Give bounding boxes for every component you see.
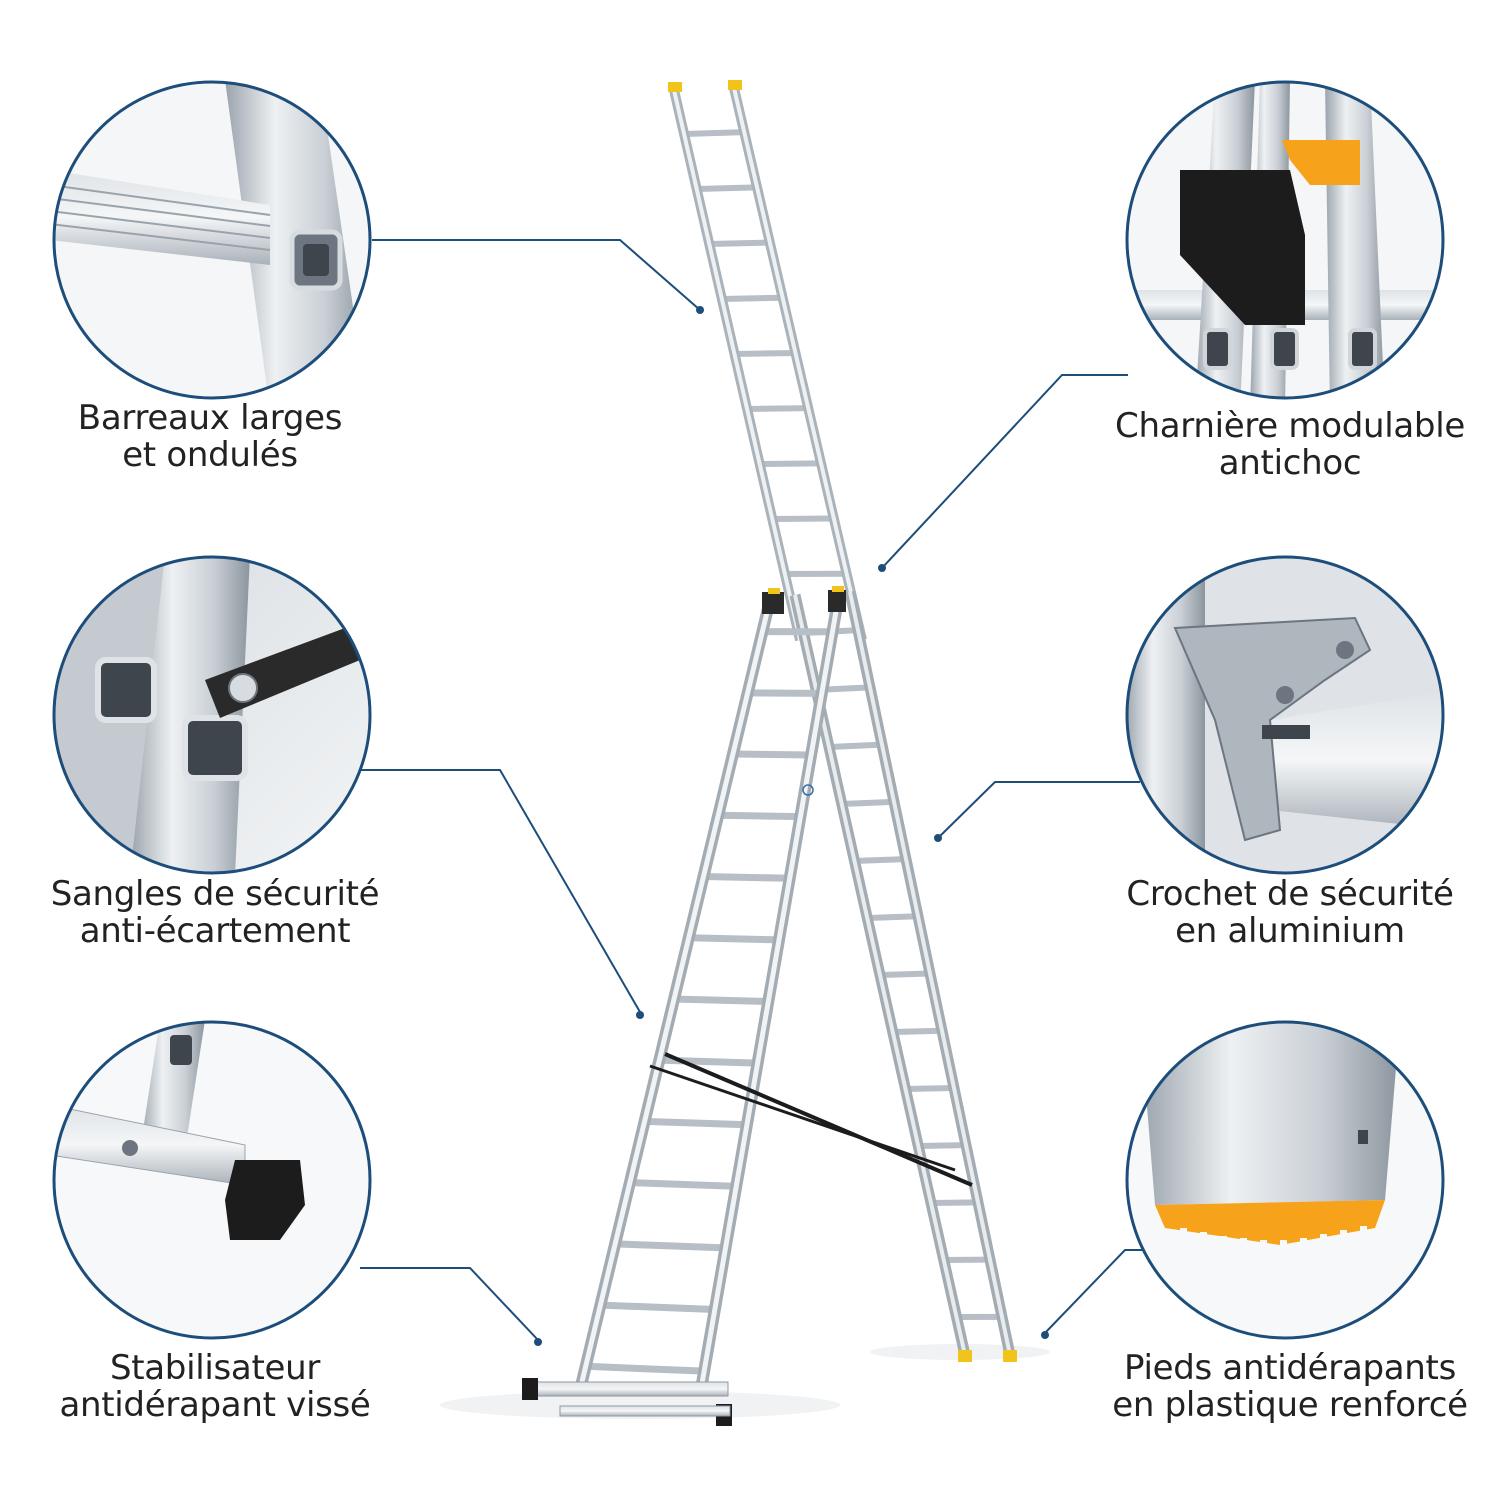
- caption-hook-line-1: Crochet de sécurité: [1090, 876, 1490, 913]
- leader-line-feet: [1045, 1250, 1148, 1333]
- caption-hinge-line-1: Charnière modulable: [1090, 408, 1490, 445]
- ladder-rung: [842, 802, 894, 804]
- detail-circle-straps: [50, 555, 380, 885]
- ladder-rung: [931, 1202, 978, 1203]
- caption-rungs-line-1: Barreaux larges: [40, 400, 380, 437]
- ladder-rung: [674, 999, 768, 1002]
- caption-feet-line-1: Pieds antidérapants: [1090, 1350, 1490, 1387]
- leader-lines: [358, 240, 1148, 1340]
- ladder-illustration: [440, 80, 1050, 1426]
- ladder-rung: [645, 1121, 747, 1124]
- ladder-rung: [906, 1088, 955, 1089]
- caption-rungs: Barreaux larges et ondulés: [40, 400, 380, 474]
- detail-circle-feet: [1125, 1020, 1455, 1350]
- ladder-rung: [760, 463, 821, 464]
- ladder-rung: [684, 132, 744, 134]
- ladder-rung: [855, 859, 907, 861]
- safety-strap: [665, 1054, 972, 1185]
- caption-straps: Sangles de sécurité anti-écartement: [20, 876, 410, 950]
- ladder-rung: [918, 1145, 966, 1146]
- caption-stabilizer: Stabilisateur antidérapant vissé: [20, 1350, 410, 1424]
- detail-circle-stabilizer: [50, 1020, 380, 1350]
- detail-circle-rungs: [50, 80, 380, 410]
- caption-hinge-line-2: antichoc: [1090, 445, 1490, 482]
- ladder-rung: [709, 243, 770, 244]
- ladder-rear-section: [795, 592, 1017, 1362]
- caption-hook: Crochet de sécurité en aluminium: [1090, 876, 1490, 950]
- ladder-rung: [630, 1183, 736, 1187]
- leader-line-hook: [938, 782, 1140, 838]
- ladder-rung: [615, 1244, 725, 1248]
- ladder-rung: [689, 938, 779, 940]
- caption-hook-line-2: en aluminium: [1090, 913, 1490, 950]
- detail-circle-hook: [1125, 555, 1455, 885]
- ladder-rung: [893, 1031, 942, 1032]
- ladder-rung: [697, 187, 757, 189]
- ladder-rung: [718, 815, 800, 816]
- ladder-rung: [734, 353, 795, 354]
- caption-feet-line-2: en plastique renforcé: [1090, 1387, 1490, 1424]
- ladder-rung: [880, 974, 930, 976]
- ladder-rung: [733, 754, 811, 755]
- leader-line-rungs: [372, 240, 700, 310]
- ladder-rung: [829, 745, 882, 747]
- caption-hinge: Charnière modulable antichoc: [1090, 408, 1490, 482]
- caption-feet: Pieds antidérapants en plastique renforc…: [1090, 1350, 1490, 1424]
- caption-stabilizer-line-1: Stabilisateur: [20, 1350, 410, 1387]
- ladder-rung: [704, 877, 790, 879]
- caption-stabilizer-line-2: antidérapant vissé: [20, 1387, 410, 1424]
- ladder-rung: [600, 1305, 714, 1309]
- leader-line-stabilizer: [360, 1268, 538, 1340]
- ladder-rung: [586, 1366, 704, 1371]
- caption-straps-line-1: Sangles de sécurité: [20, 876, 410, 913]
- caption-rungs-line-2: et ondulés: [40, 437, 380, 474]
- ladder-rung: [867, 916, 918, 918]
- ladder-rung: [747, 408, 808, 409]
- ladder-rung: [748, 693, 822, 694]
- ladder-top-section: [668, 80, 862, 640]
- caption-straps-line-2: anti-écartement: [20, 913, 410, 950]
- ladder-front-section: [522, 586, 846, 1426]
- detail-circle-hinge: [1125, 80, 1455, 410]
- ladder-rung: [659, 1060, 757, 1063]
- ladder-rung: [722, 298, 783, 299]
